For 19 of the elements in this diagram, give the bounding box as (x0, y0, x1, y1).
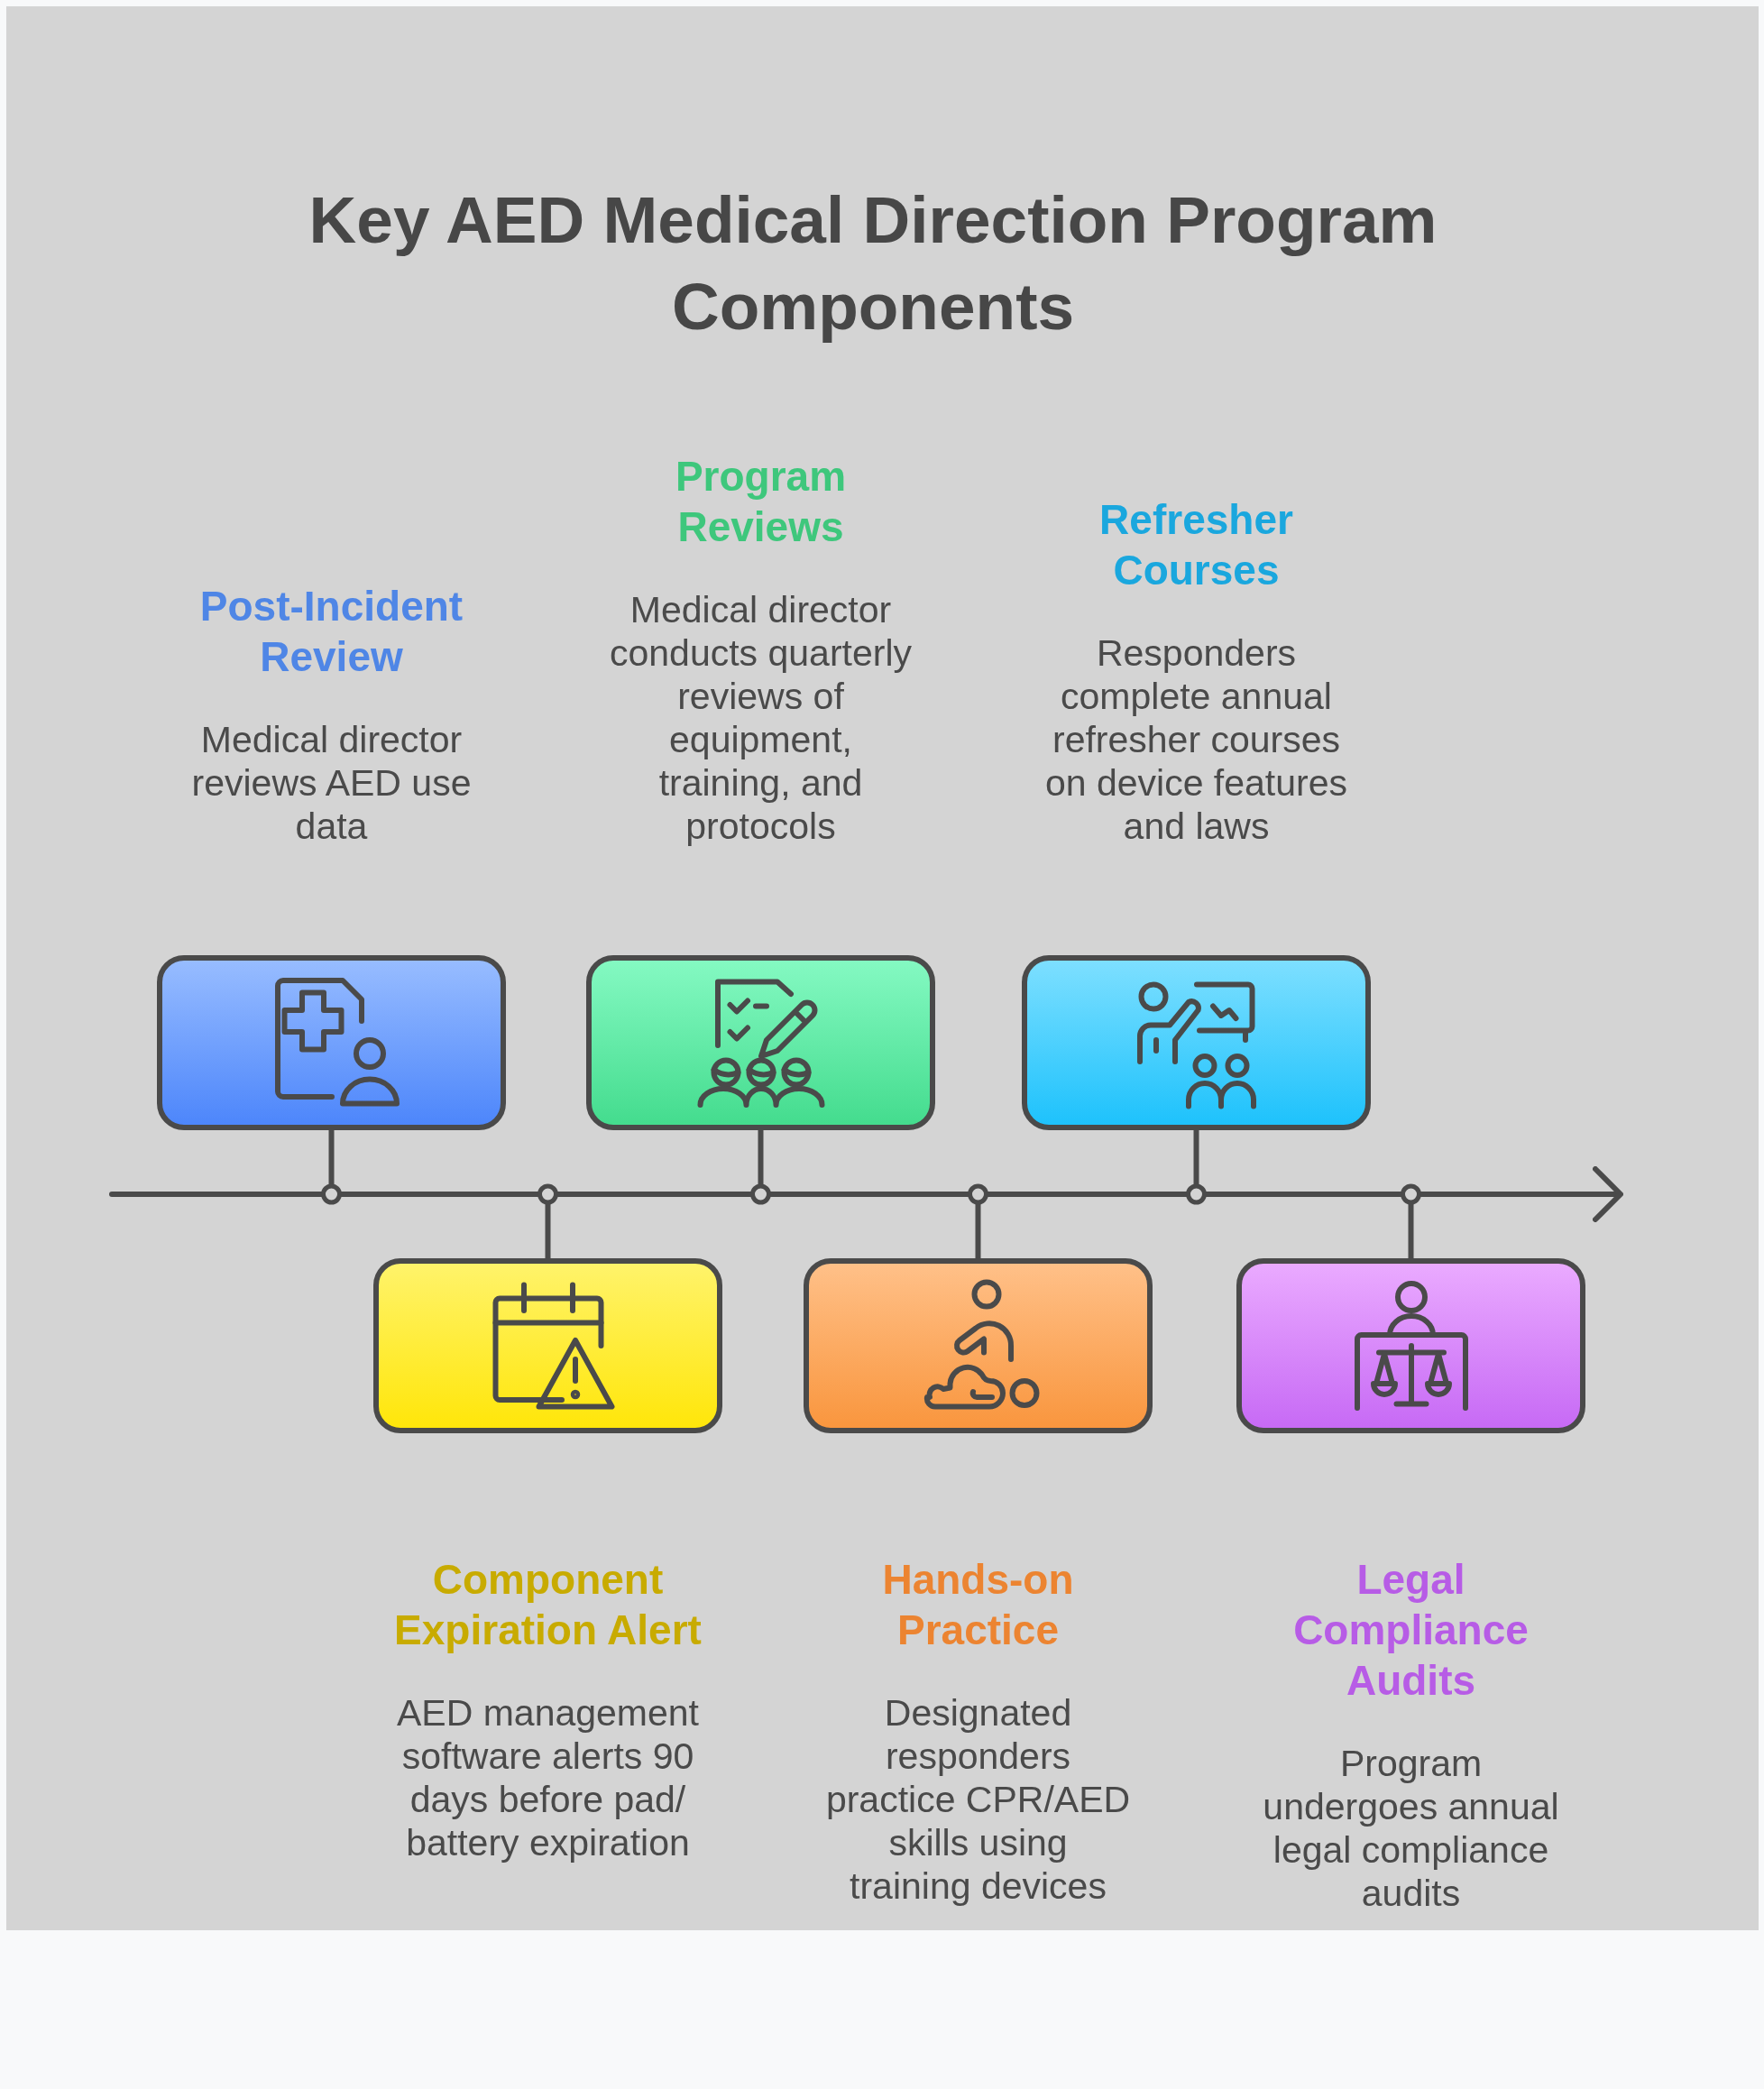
step-description: Responders complete annual refresher courses on device features and laws (1043, 631, 1348, 848)
step-description: Program undergoes annual legal compliance audits (1262, 1742, 1560, 1915)
step-description: Designated responders practice CPR/AED skills using training devices (824, 1691, 1132, 1908)
step-description: Medical director reviews AED use data (190, 718, 473, 848)
step-heading: Program Reviews (674, 452, 848, 552)
connector-line (750, 1130, 771, 1205)
step-heading: Component Expiration Alert (393, 1555, 703, 1655)
step-description: Medical director conducts quarterly reviews of equipment, training, and protocols (609, 588, 913, 848)
step-heading: Refresher Courses (1098, 495, 1294, 595)
connector-line (1401, 1183, 1421, 1258)
step-heading: Hands-on Practice (881, 1555, 1075, 1655)
diagram-title: Key AED Medical Direction Program Components (308, 182, 1438, 345)
connector-line (1186, 1130, 1207, 1205)
step-heading: Post-Incident Review (198, 582, 464, 682)
connector-line (537, 1183, 558, 1258)
step-description: AED management software alerts 90 days before pad/ battery expiration (396, 1691, 700, 1864)
connector-line (968, 1183, 988, 1258)
step-heading: Legal Compliance Audits (1292, 1555, 1530, 1706)
connector-line (321, 1130, 342, 1205)
